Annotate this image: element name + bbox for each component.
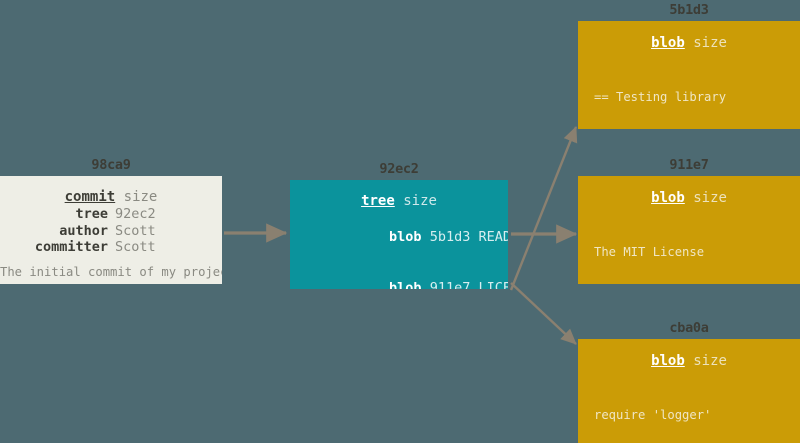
commit-size-label: size — [123, 189, 158, 205]
tree-entries: blob 5b1d3 README blob 911e7 LICENSE blo… — [290, 212, 508, 289]
tree-size-label: size — [403, 193, 437, 209]
tree-header: tree size — [290, 180, 508, 209]
tree-entry-type: blob — [389, 280, 422, 289]
blob-keyword: blob — [651, 353, 685, 369]
commit-message: The initial commit of my project — [0, 264, 222, 279]
blob-size-label: size — [693, 35, 727, 51]
edge-tree-to-blob-readme — [509, 126, 578, 291]
commit-header: commit size — [0, 176, 222, 205]
blob-line: == Testing library — [594, 90, 727, 104]
node-blob-license[interactable]: blob size The MIT License Copyright (c) … — [578, 176, 800, 284]
commit-field-value: Scott — [115, 222, 156, 239]
blob-readme-header: blob size — [578, 21, 800, 51]
commit-field-key: author — [59, 222, 108, 239]
tree-entry: blob 911e7 LICENSE — [324, 263, 508, 289]
blob-test-header: blob size — [578, 339, 800, 369]
blob-license-header: blob size — [578, 176, 800, 206]
node-tree[interactable]: tree size blob 5b1d3 README blob 911e7 L… — [290, 180, 508, 289]
blob-size-label: size — [693, 353, 727, 369]
commit-field-row: author Scott — [0, 223, 222, 240]
tree-entry-type: blob — [389, 229, 422, 245]
tree-keyword: tree — [361, 193, 395, 209]
blob-keyword: blob — [651, 35, 685, 51]
node-title-blob-license: 911e7 — [669, 157, 709, 173]
blob-line: require 'logger' — [594, 408, 712, 422]
blob-readme-content: == Testing library This library is used … — [578, 61, 800, 129]
node-blob-test[interactable]: blob size require 'logger' require 'test… — [578, 339, 800, 443]
tree-entry: blob 5b1d3 README — [324, 212, 508, 263]
node-title-blob-readme: 5b1d3 — [669, 2, 709, 18]
node-blob-readme[interactable]: blob size == Testing library This librar… — [578, 21, 800, 129]
blob-size-label: size — [693, 190, 727, 206]
commit-field-value: 92ec2 — [115, 206, 156, 222]
commit-field-key: committer — [34, 239, 108, 255]
commit-keyword: commit — [64, 189, 116, 205]
commit-field-row: committer Scott — [0, 239, 222, 256]
blob-line: The MIT License — [594, 245, 705, 259]
blob-test-content: require 'logger' require 'test/unit' cla… — [578, 379, 800, 443]
commit-field-key: tree — [75, 206, 108, 222]
node-title-commit: 98ca9 — [91, 157, 131, 173]
tree-entry-name: LICENSE — [478, 280, 508, 289]
blob-license-content: The MIT License Copyright (c) 2008 Scott… — [578, 216, 800, 284]
tree-entry-name: README — [478, 229, 508, 245]
commit-field-value: Scott — [115, 239, 156, 255]
blob-keyword: blob — [651, 190, 685, 206]
commit-field-row: tree 92ec2 — [0, 206, 222, 223]
tree-entry-hash: 911e7 LICENSE — [422, 280, 508, 289]
edge-tree-to-blob-test — [510, 282, 577, 345]
tree-entry-hash: 5b1d3 README — [422, 229, 508, 245]
node-title-tree: 92ec2 — [379, 161, 419, 177]
node-title-blob-test: cba0a — [669, 320, 709, 336]
